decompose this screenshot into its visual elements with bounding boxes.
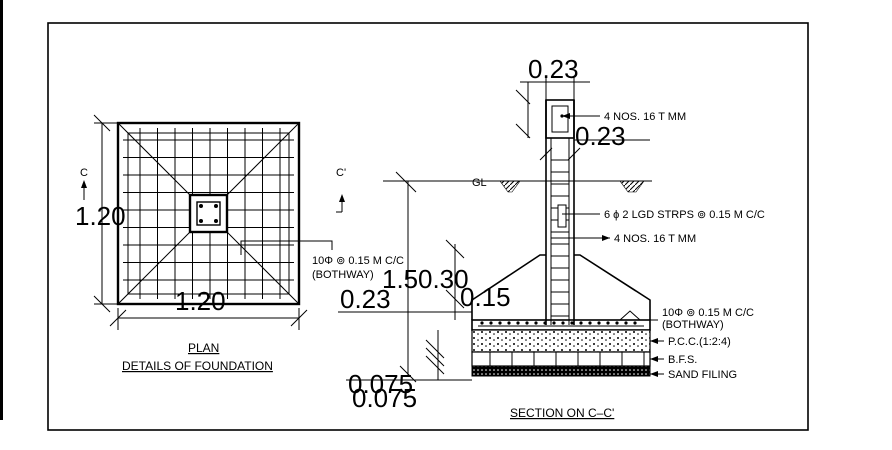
dim-depth: 1.5 xyxy=(382,264,418,294)
section-mark-c: C xyxy=(80,167,88,179)
callout-bfs: B.F.S. xyxy=(668,354,697,366)
drawing-border xyxy=(47,22,809,431)
plan-column xyxy=(196,201,221,226)
bfs-layer xyxy=(471,351,651,367)
callout-pcc: P.C.C.(1:2:4) xyxy=(668,336,731,348)
plan-rebar-note: 10Φ ⊚ 0.15 M C/C xyxy=(312,255,404,267)
plan-footing-outline xyxy=(116,121,301,306)
dim-bfs: 0.075 xyxy=(352,383,417,413)
plan-dim-height: 1.20 xyxy=(75,201,126,231)
section-title: SECTION ON C–C' xyxy=(510,406,614,420)
footing-rebar-dots xyxy=(480,321,637,325)
callout-footing-bothway: (BOTHWAY) xyxy=(662,319,724,331)
dim-col-top: 0.23 xyxy=(528,54,579,84)
bfs-brick-joints xyxy=(489,352,645,366)
dim-pedestal: 0.30 xyxy=(418,264,469,294)
ground-label: GL xyxy=(472,177,487,189)
section-view: GL 0.23 xyxy=(338,54,765,420)
callout-sand: SAND FILING xyxy=(668,369,737,381)
plan-rebar-note-bothway: (BOTHWAY) xyxy=(312,269,374,281)
dim-pcc: 0.075 xyxy=(348,369,413,399)
pcc-layer xyxy=(471,329,651,353)
footing-base xyxy=(471,319,651,331)
callout-footing-bars: 10Φ ⊚ 0.15 M C/C xyxy=(662,307,754,319)
plan-subtitle: DETAILS OF FOUNDATION xyxy=(122,359,273,373)
column-stirrups xyxy=(551,159,569,317)
callout-main-bars-top: 4 NOS. 16 T MM xyxy=(604,111,686,123)
section-mark-c-prime: C' xyxy=(336,167,346,179)
left-edge-bar xyxy=(0,0,3,420)
dim-col-inner: 0.23 xyxy=(575,121,626,151)
plan-view: 1.20 1.20 C C' 10Φ ⊚ 0.15 M C/C (BOTHWAY… xyxy=(75,114,404,373)
dim-col-width: 0.23 xyxy=(340,284,391,314)
dim-slope: 0.15 xyxy=(460,282,511,312)
callout-stirrups: 6 ϕ 2 LGD STRPS ⊚ 0.15 M C/C xyxy=(604,209,765,221)
plan-footing-inner xyxy=(127,132,290,295)
plan-dim-width: 1.20 xyxy=(175,286,226,316)
sand-layer xyxy=(471,365,651,377)
callout-main-bars: 4 NOS. 16 T MM xyxy=(614,233,696,245)
footing-outline xyxy=(471,254,546,320)
plan-title: PLAN xyxy=(188,341,219,355)
